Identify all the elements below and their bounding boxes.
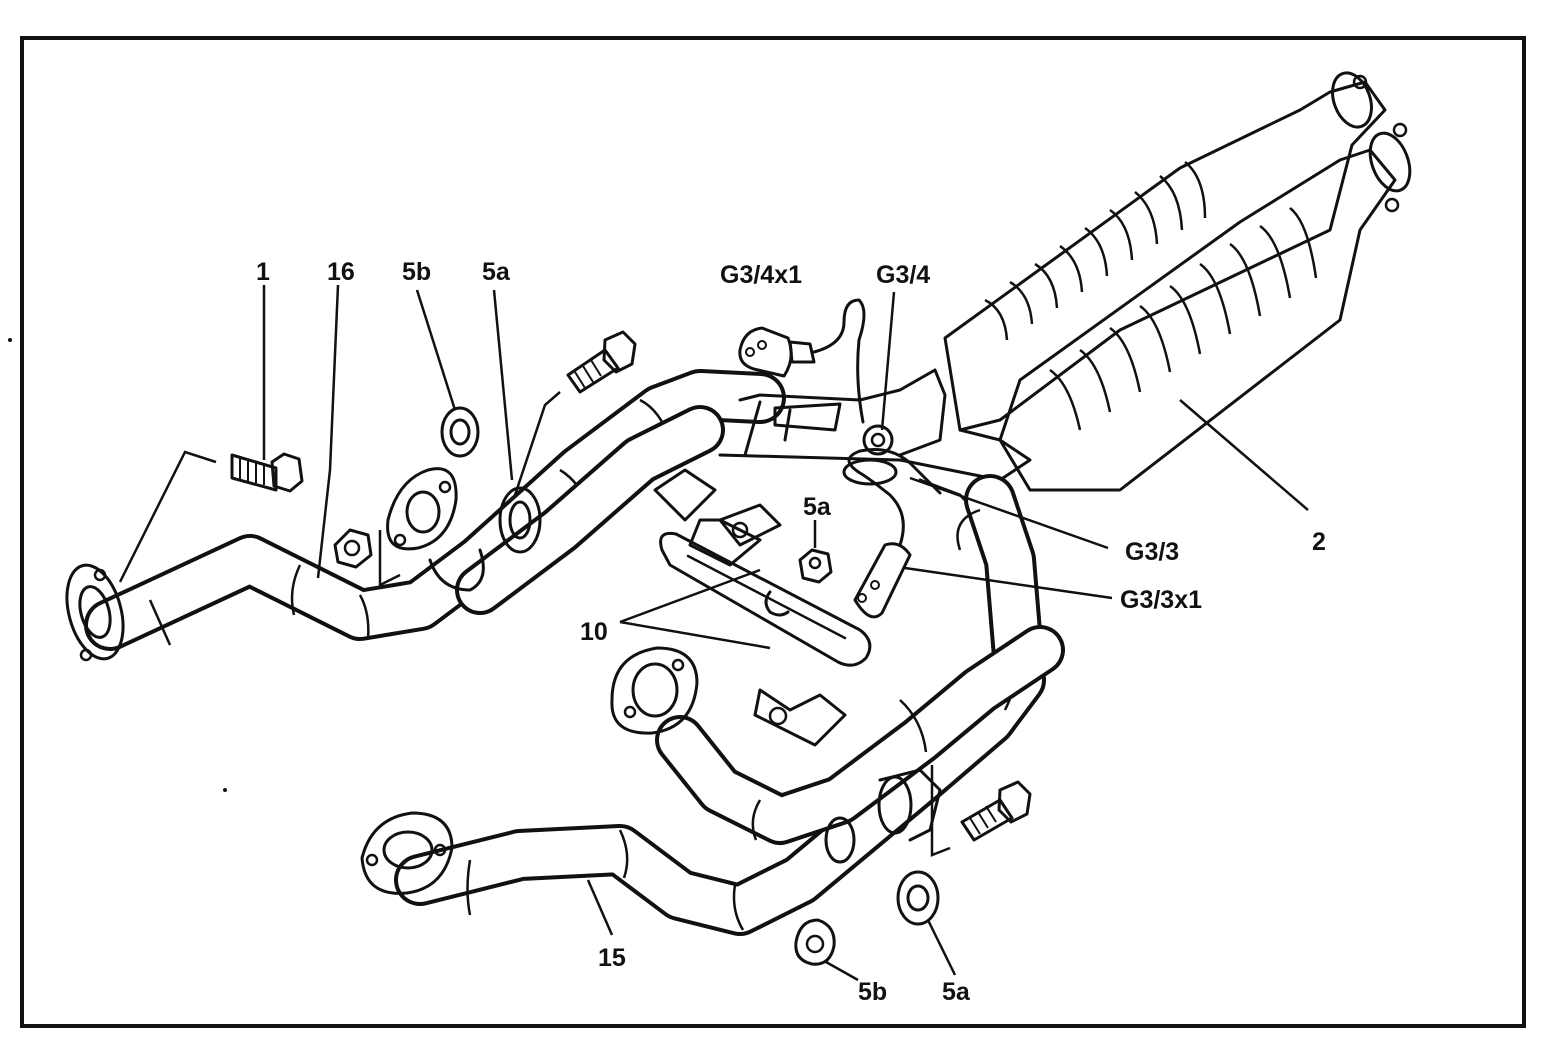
- gasket-flange-lower: [824, 765, 951, 864]
- label-5b-bottom: 5b: [858, 978, 887, 1006]
- bolt-top: [513, 330, 637, 496]
- label-5a-mid: 5a: [803, 493, 832, 521]
- label-g3-3x1: G3/3x1: [1120, 586, 1202, 614]
- y-junction-housing: [718, 368, 1032, 482]
- label-5a-bottom: 5a: [942, 978, 971, 1006]
- label-g3-3: G3/3: [1125, 538, 1179, 566]
- label-5b-top: 5b: [402, 258, 431, 286]
- washer-5a-bottom: [896, 870, 940, 926]
- label-10: 10: [580, 618, 608, 646]
- label-5a-top: 5a: [482, 258, 511, 286]
- label-g3-4x1: G3/4x1: [720, 261, 802, 289]
- label-16: 16: [327, 258, 355, 286]
- label-g3-4: G3/4: [876, 261, 930, 289]
- bracket-10: [653, 468, 872, 747]
- oxygen-sensor-g3-3x1: [847, 448, 942, 619]
- oxygen-sensor-g3-3-boss: [842, 458, 972, 507]
- label-2: 2: [1312, 528, 1326, 556]
- nut-5a-mid: [798, 548, 833, 584]
- flange-middle: [610, 646, 699, 735]
- label-1: 1: [256, 258, 270, 286]
- exhaust-pipe-upper-branch: [455, 405, 725, 615]
- oxygen-sensor-g3-4x1: [738, 298, 866, 424]
- callout-labels: 1 16 5b 5a G3/4x1 G3/4 5a G3/3 2 G3/3x1 …: [256, 258, 1326, 1006]
- bolt-1: [118, 450, 304, 583]
- exhaust-pipe-lower-branch: [655, 625, 1065, 845]
- washer-5b-top: [440, 406, 480, 458]
- flange-16: [65, 563, 125, 662]
- catalytic-converter-assembly: [943, 71, 1412, 492]
- scan-speck: [223, 788, 227, 792]
- bolt-lower: [960, 780, 1032, 842]
- leader-lines: [262, 284, 1309, 982]
- nut-5b-bottom: [794, 918, 836, 966]
- nut-left: [333, 528, 401, 588]
- oxygen-sensor-g3-4-boss: [862, 424, 894, 456]
- flange-15: [360, 811, 454, 895]
- scan-speck: [8, 338, 12, 342]
- diagram-frame: [20, 36, 1526, 1028]
- gasket-flange-upper: [386, 467, 485, 592]
- label-15: 15: [598, 944, 626, 972]
